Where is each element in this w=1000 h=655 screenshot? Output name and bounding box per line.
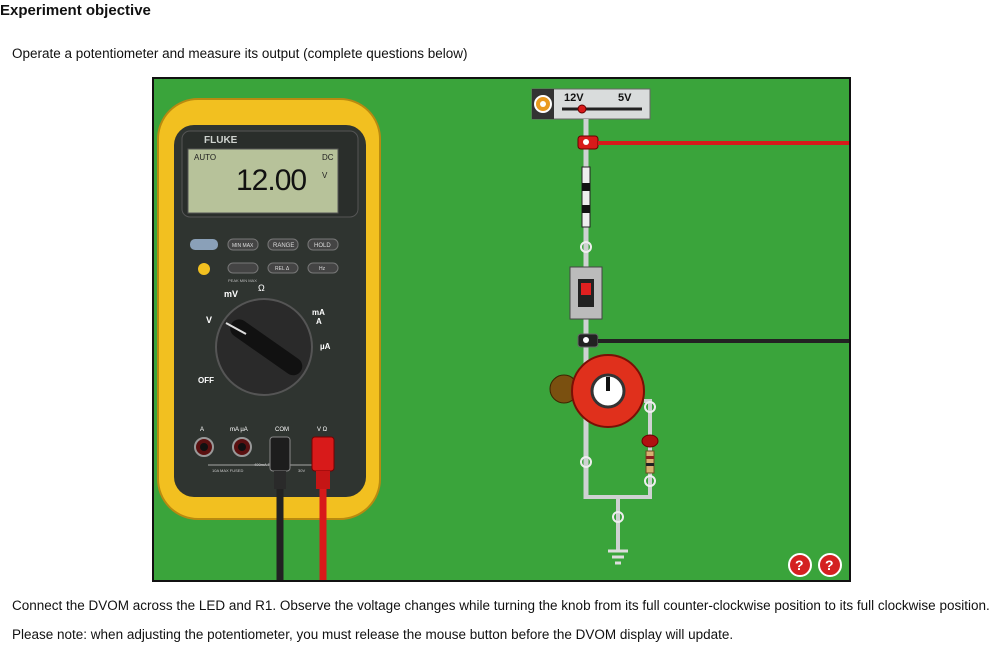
instruction-text: Connect the DVOM across the LED and R1. … bbox=[12, 598, 990, 613]
fuse bbox=[581, 166, 591, 228]
hz-label: Hz bbox=[319, 266, 326, 272]
range-button[interactable] bbox=[267, 238, 299, 251]
minmax-button[interactable] bbox=[227, 238, 259, 251]
selector-5v-label: 5V bbox=[618, 92, 632, 104]
dial-ma-label: mA bbox=[312, 308, 325, 317]
page-title: Experiment objective bbox=[0, 2, 151, 19]
help-icon: ? bbox=[795, 557, 804, 573]
jack-note-ma: 400mA FUSED bbox=[254, 462, 281, 467]
dial-ohm-label: Ω bbox=[258, 283, 265, 293]
jack-ma-label: mA µA bbox=[230, 427, 248, 433]
rotary-dial[interactable] bbox=[215, 298, 313, 396]
range-label: RANGE bbox=[273, 243, 294, 249]
positive-terminal[interactable] bbox=[577, 135, 599, 150]
resistor-r1 bbox=[645, 450, 655, 474]
selector-slider[interactable] bbox=[577, 104, 587, 114]
ground-icon bbox=[608, 549, 628, 565]
hold-button[interactable] bbox=[307, 238, 339, 251]
lcd-unit: V bbox=[322, 171, 328, 180]
brand-label: FLUKE bbox=[204, 135, 238, 146]
potentiometer[interactable] bbox=[549, 354, 645, 428]
peak-label: PEAK MIN MAX bbox=[228, 278, 257, 283]
hold-label: HOLD bbox=[314, 243, 331, 249]
dial-off-label: OFF bbox=[198, 376, 214, 385]
voltage-selector[interactable]: 12V 5V bbox=[531, 88, 651, 120]
dial-ua-label: µA bbox=[320, 342, 331, 351]
jack-v-label: V Ω bbox=[317, 427, 328, 433]
help-button-1[interactable]: ? bbox=[788, 553, 812, 577]
multimeter[interactable]: FLUKE AUTO DC 12.00 V MIN MAX RANGE HOLD… bbox=[157, 98, 381, 520]
rel-label: REL Δ bbox=[275, 266, 290, 272]
circuit-switch[interactable] bbox=[569, 266, 603, 320]
lcd-display bbox=[187, 148, 339, 214]
dial-mv-label: mV bbox=[224, 289, 238, 299]
led bbox=[641, 434, 659, 448]
selector-12v-label: 12V bbox=[564, 92, 584, 104]
dial-a-label: A bbox=[316, 317, 322, 326]
lcd-reading: 12.00 bbox=[236, 164, 306, 197]
minmax-label: MIN MAX bbox=[232, 243, 254, 249]
jack-a-label: A bbox=[200, 427, 204, 433]
jack-note-a: 10A MAX FUSED bbox=[212, 468, 243, 473]
com-probe-plug[interactable] bbox=[269, 436, 291, 489]
objective-text: Operate a potentiometer and measure its … bbox=[12, 46, 468, 61]
hz-button[interactable] bbox=[307, 262, 339, 274]
note-text: Please note: when adjusting the potentio… bbox=[12, 627, 734, 642]
help-button-2[interactable]: ? bbox=[818, 553, 842, 577]
dial-pointer bbox=[225, 322, 247, 335]
simulation-stage[interactable]: FLUKE AUTO DC 12.00 V MIN MAX RANGE HOLD… bbox=[152, 77, 851, 582]
lcd-mode: AUTO bbox=[194, 153, 216, 162]
blue-button[interactable] bbox=[190, 239, 218, 250]
negative-terminal[interactable] bbox=[577, 333, 599, 348]
jack-com-label: COM bbox=[275, 427, 289, 433]
lcd-coupling: DC bbox=[322, 153, 334, 162]
peak-button[interactable] bbox=[227, 262, 259, 274]
v-probe-plug[interactable] bbox=[311, 436, 335, 489]
jack-note-v: 30V bbox=[298, 468, 305, 473]
help-icon: ? bbox=[825, 557, 834, 573]
dial-v-label: V bbox=[206, 315, 212, 325]
rel-button[interactable] bbox=[267, 262, 299, 274]
backlight-button[interactable] bbox=[198, 263, 210, 275]
